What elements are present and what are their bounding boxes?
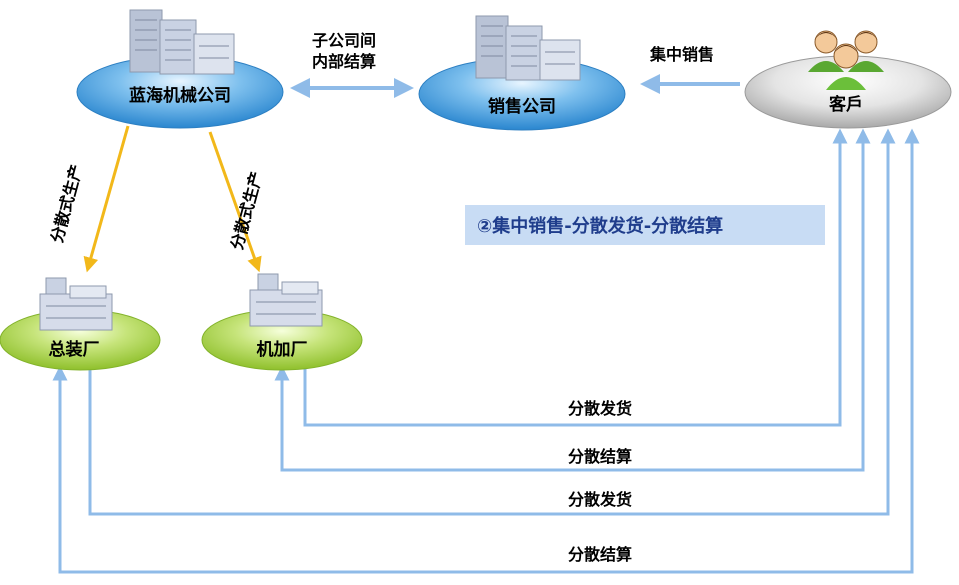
customer-label: 客戶 — [828, 94, 863, 115]
office-buildings-icon — [475, 15, 581, 81]
distributed-production-label-left: 分散式生产 — [47, 162, 86, 244]
ship-machining-line — [303, 128, 848, 427]
assembly-plant-node: 总装厂 — [0, 277, 161, 371]
assembly-plant-label: 总装厂 — [49, 339, 100, 360]
sales-company-node: 销售公司 — [418, 15, 626, 131]
factory-icon — [249, 273, 323, 327]
office-buildings-icon — [129, 9, 235, 75]
customer-node: 客戶 — [744, 30, 952, 129]
distributed-production-label-right: 分散式生产 — [227, 169, 266, 251]
scenario-banner: ②集中销售-分散发货-分散结算 — [465, 205, 825, 245]
sales-company-label: 销售公司 — [488, 96, 556, 117]
ship-assembly-label: 分散发货 — [568, 490, 632, 509]
ship-assembly-line — [88, 128, 896, 516]
internal-settlement-label-line1: 子公司间 — [312, 31, 376, 50]
internal-settlement-label-line2: 内部结算 — [312, 52, 376, 71]
parent-company-label: 蓝海机械公司 — [129, 85, 231, 106]
settle-machining-line — [274, 128, 871, 472]
settle-assembly-label: 分散结算 — [568, 545, 632, 564]
customers-group-icon — [808, 30, 884, 90]
settle-assembly-line — [52, 128, 920, 574]
ship-machining-label: 分散发货 — [568, 399, 632, 418]
machining-plant-node: 机加厂 — [201, 273, 363, 371]
parent-company-node: 蓝海机械公司 — [76, 9, 284, 129]
production-arrow-left — [83, 125, 130, 273]
machining-plant-label: 机加厂 — [257, 339, 308, 360]
centralized-sales-label: 集中销售 — [649, 45, 714, 64]
settle-machining-label: 分散结算 — [568, 447, 632, 466]
factory-icon — [39, 277, 113, 331]
